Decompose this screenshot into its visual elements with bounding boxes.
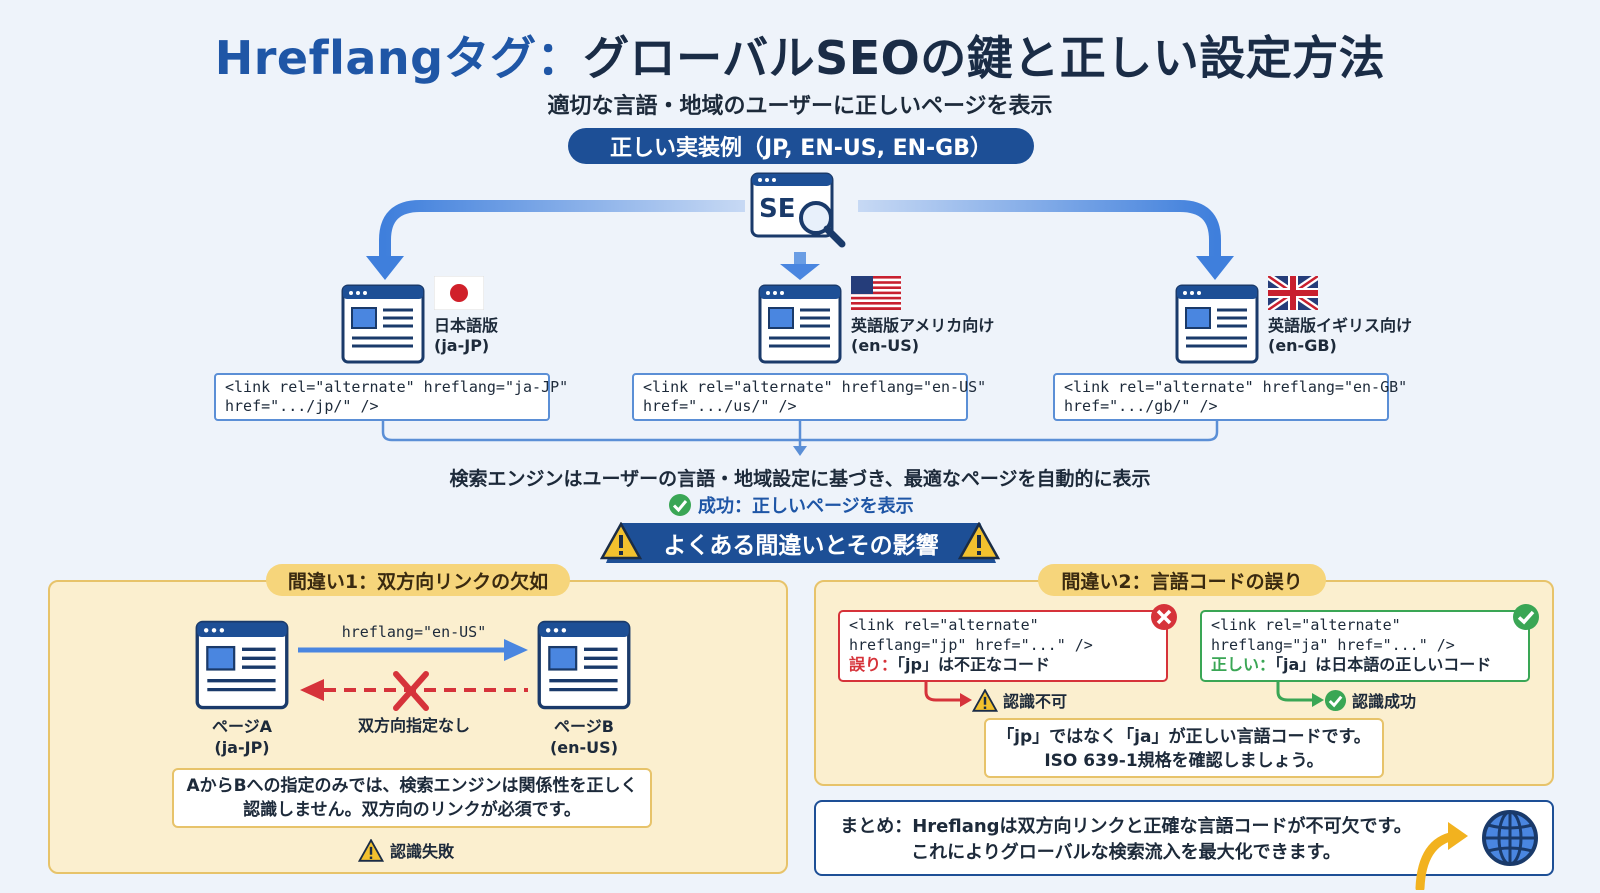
hreflang-tag-ja: <link rel="alternate" hreflang="ja-JP"hr… xyxy=(214,373,568,421)
curved-arrow-icon xyxy=(1415,822,1468,890)
title-rest: グローバルSEOの鍵と正しい設定方法 xyxy=(583,31,1386,85)
us-flag-icon xyxy=(851,276,901,310)
correct-result: 認識成功 xyxy=(1324,688,1416,712)
hreflang-tag-us: <link rel="alternate" hreflang="en-US"hr… xyxy=(632,373,986,421)
globe-icon xyxy=(1482,810,1538,866)
title-accent: Hreflangタグ： xyxy=(214,31,584,85)
version-label-gb: 英語版イギリス向け (en-GB) xyxy=(1268,316,1412,356)
page-a-icon xyxy=(195,620,289,710)
version-code-gb: (en-GB) xyxy=(1268,336,1337,355)
version-label-ja: 日本語版 (ja-JP) xyxy=(434,316,498,356)
page-title: Hreflangタグ：グローバルSEOの鍵と正しい設定方法 xyxy=(0,22,1600,88)
webpage-icon-gb xyxy=(1175,284,1259,364)
warning-icon xyxy=(958,522,1000,560)
mistake1-result: 認識失敗 xyxy=(358,838,454,862)
mistake2-tag: 間違い2：言語コードの誤り xyxy=(1038,564,1326,596)
incorrect-code-box: <link rel="alternate" hreflang="jp" href… xyxy=(838,610,1168,682)
mistake1-note: AからBへの指定のみでは、検索エンジンは関係性を正しく 認識しません。双方向のリ… xyxy=(172,768,652,828)
arrow-hreflang-label: hreflang="en-US" xyxy=(341,623,487,641)
version-name-ja: 日本語版 xyxy=(434,316,499,335)
check-circle-icon xyxy=(1513,604,1539,630)
missing-link-label: 双方向指定なし xyxy=(357,716,470,735)
version-label-us: 英語版アメリカ向け (en-US) xyxy=(851,316,994,356)
result-description: 検索エンジンはユーザーの言語・地域設定に基づき、最適なページを自動的に表示 xyxy=(449,468,1151,490)
version-name-gb: 英語版イギリス向け xyxy=(1268,316,1413,335)
check-circle-icon xyxy=(1324,689,1347,711)
incorrect-prefix: 誤り： xyxy=(849,655,898,674)
webpage-icon-us xyxy=(758,284,842,364)
warning-icon xyxy=(358,838,384,862)
correct-result-arrow xyxy=(1276,682,1324,707)
japan-flag-icon xyxy=(434,276,484,310)
incorrect-result: 認識不可 xyxy=(972,688,1067,712)
search-engine-text: SE xyxy=(759,194,796,224)
correct-code-box: <link rel="alternate" hreflang="ja" href… xyxy=(1200,610,1530,682)
check-circle-icon xyxy=(669,494,691,516)
version-name-us: 英語版アメリカ向け xyxy=(851,316,995,335)
mistake1-tag: 間違い1：双方向リンクの欠如 xyxy=(266,564,570,596)
language-code-hint: 「jp」ではなく「ja」が正しい言語コードです。 ISO 639-1規格を確認し… xyxy=(984,718,1384,778)
error-x-icon xyxy=(1151,604,1177,630)
page-b-icon xyxy=(537,620,631,710)
webpage-icon-ja xyxy=(341,284,425,364)
incorrect-note: 「jp」は不正なコード xyxy=(897,655,1050,674)
page-subtitle: 適切な言語・地域のユーザーに正しいページを表示 xyxy=(547,94,1053,119)
correct-example-label: 正しい実装例（JP, EN-US, EN-GB） xyxy=(568,128,1034,164)
warning-icon xyxy=(600,522,642,560)
page-a-label: ページA (ja-JP) xyxy=(211,717,273,757)
version-code-ja: (ja-JP) xyxy=(434,336,490,355)
correct-prefix: 正しい： xyxy=(1211,655,1276,674)
summary-box: まとめ：Hreflangは双方向リンクと正確な言語コードが不可欠です。 これによ… xyxy=(814,800,1554,876)
uk-flag-icon xyxy=(1268,276,1318,310)
mistakes-banner: よくある間違いとその影響 xyxy=(606,523,996,563)
search-engine-icon: SE xyxy=(750,172,854,252)
version-code-us: (en-US) xyxy=(851,336,920,355)
correct-note: 「ja」は日本語の正しいコード xyxy=(1275,655,1492,674)
hreflang-tag-gb: <link rel="alternate" hreflang="en-GB"hr… xyxy=(1053,373,1407,421)
page-b-label: ページB (en-US) xyxy=(549,717,619,757)
success-text: 成功：正しいページを表示 xyxy=(698,496,914,517)
warning-icon xyxy=(972,688,998,712)
summary-text: まとめ：Hreflangは双方向リンクと正確な言語コードが不可欠です。 これによ… xyxy=(840,816,1412,863)
success-message: 成功：正しいページを表示 xyxy=(668,492,914,518)
bidirectional-arrows xyxy=(298,639,528,711)
incorrect-result-arrow xyxy=(924,682,972,707)
